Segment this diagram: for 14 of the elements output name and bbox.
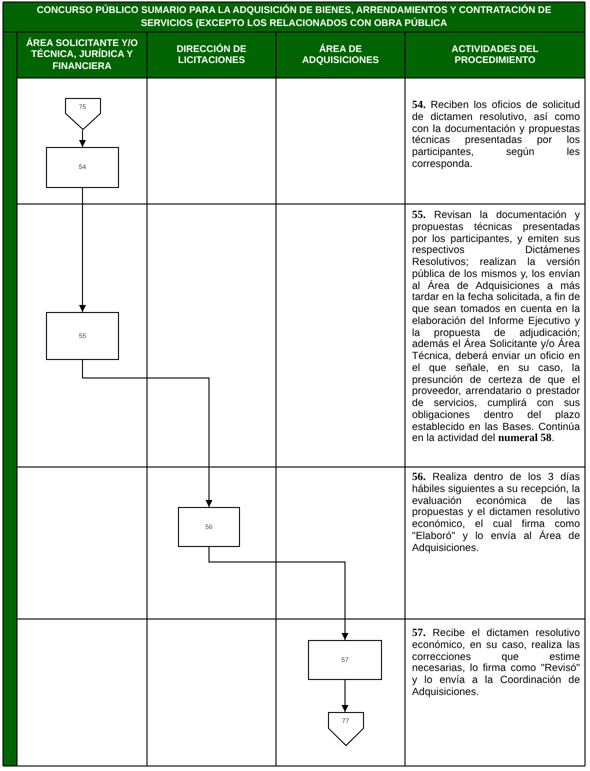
- activity-description: 55. Revisan la documentación y propuestas técnicas presentadas por los participantes, y emiten sus respectivos Dictámenes Resolutivos; realizan la versión pública de los mismos y, los envían al Área de Adquisiciones a más tardar en la fecha solicitada, a fin de que sean tomados en cuenta en la elaboración del Informe Ejecutivo y la propuesta de adjudicación; además el Área Solicitante y/o Área Técnica, deberá enviar un oficio en el que señale, en su caso, la presunción de certeza de que el proveedor, arrendatario o prestador de servicios, cumplirá con sus obligaciones dentro del plazo establecido en las Bases. Continúa en la actividad del numeral 58.: [412, 210, 580, 445]
- activity-description: 57. Recibe el dictamen resolutivo económico, en su caso, realiza las correcciones que estime necesarias, lo firma como "Revisó" y lo envía a la Coordinación de Adquisiciones.: [412, 628, 580, 698]
- arrow: [79, 130, 86, 148]
- activity-description: 56. Realiza dentro de los 3 días hábiles siguientes a su recepción, la evaluación económica de las propuestas y el dictamen resolutivo económico, el cual firma como "Elaboró" y lo envía al Área de Adquisiciones.: [412, 472, 580, 554]
- column-header: ÁREA SOLICITANTE Y/O TÉCNICA, JURÍDICA Y FINANCIERA: [17, 32, 147, 78]
- arrow: [208, 546, 348, 640]
- column-header: ACTIVIDADES DEL PROCEDIMIENTO: [405, 32, 585, 78]
- column-header: ÁREA DE ADQUISICIONES: [276, 32, 405, 78]
- column-header: DIRECCIÓN DE LICITACIONES: [147, 32, 276, 78]
- activity-description: 54. Reciben los oficios de solicitud de dictamen resolutivo, así como con la documentación y propuestas técnicas presentadas por los participantes, según les corresponda.: [412, 100, 580, 170]
- arrow: [342, 680, 348, 712]
- arrow: [82, 360, 212, 508]
- title-banner: CONCURSO PÚBLICO SUMARIO PARA LA ADQUISICIÓN DE BIENES, ARRENDAMIENTOS Y CONTRATACIÓN DE SERVICIOS (EXCEPTO LOS RELACIONADOS CON OBRA PÚBLICA: [3, 2, 585, 32]
- arrow: [79, 188, 86, 312]
